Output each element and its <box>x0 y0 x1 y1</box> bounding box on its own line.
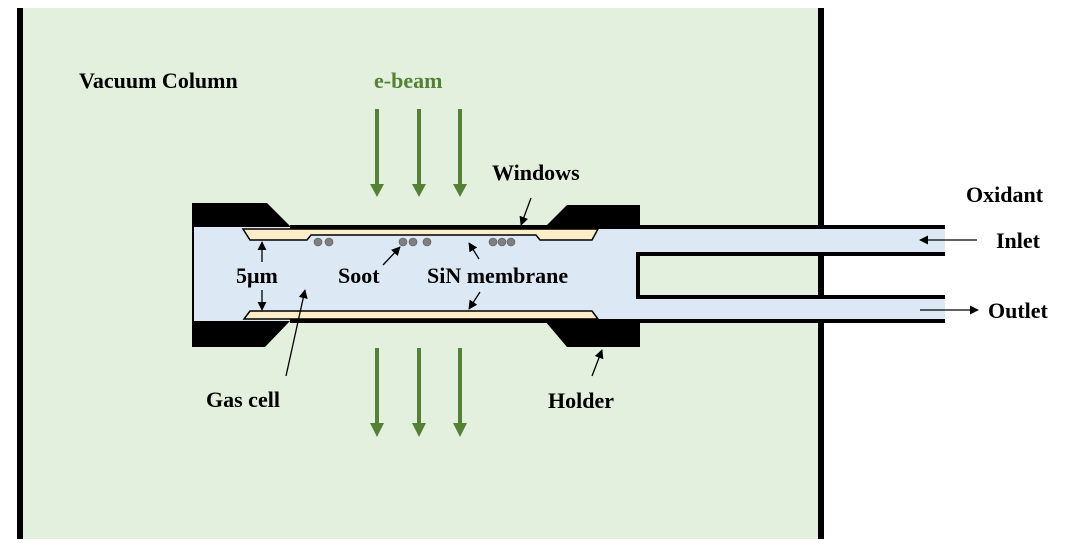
holder-top-right <box>545 205 640 227</box>
e-beam-arrows-top <box>370 109 467 197</box>
soot-particle <box>408 237 418 247</box>
soot-particles <box>313 237 516 247</box>
e-beam-arrows-bottom <box>370 348 467 437</box>
tube-gap-outside <box>824 256 945 295</box>
soot-particle <box>506 237 516 247</box>
window-top <box>241 228 600 241</box>
inlet-label: Inlet <box>996 228 1041 253</box>
soot-particle <box>422 237 432 247</box>
holder-label: Holder <box>548 388 614 413</box>
thickness-label: 5μm <box>236 263 278 288</box>
holder-top-left <box>192 203 291 227</box>
oxidant-label: Oxidant <box>966 182 1044 207</box>
e-beam-arrowhead <box>412 184 426 197</box>
e-beam-arrowhead <box>453 423 467 437</box>
e-beam-arrowhead <box>453 184 467 197</box>
sin-membrane-label: SiN membrane <box>427 263 568 288</box>
window-bottom <box>242 310 600 320</box>
e-beam-arrowhead <box>370 423 384 437</box>
e-beam-arrowhead <box>412 423 426 437</box>
soot-pointer-arrow <box>382 246 401 266</box>
windows-label: Windows <box>492 160 580 185</box>
soot-particle <box>398 237 408 247</box>
holder-bottom-left <box>192 321 290 347</box>
soot-label: Soot <box>338 263 380 288</box>
windows-pointer-arrow <box>519 197 532 226</box>
tube-inner-wall <box>636 252 945 299</box>
sin-membrane-pointer-bottom <box>468 291 481 310</box>
holder-bottom-right <box>545 321 640 347</box>
soot-particle <box>324 237 334 247</box>
outlet-label: Outlet <box>988 298 1049 323</box>
vacuum-column-label: Vacuum Column <box>79 68 238 93</box>
holder-pointer-arrow <box>591 349 604 377</box>
gas-cell-label: Gas cell <box>206 387 280 412</box>
soot-particle <box>313 237 323 247</box>
gas-cell-pointer-arrow <box>285 289 308 377</box>
soot-particle <box>488 237 498 247</box>
sin-membrane-pointer-top <box>468 242 480 260</box>
e-beam-label: e-beam <box>374 68 442 93</box>
soot-particle <box>497 237 507 247</box>
e-beam-arrowhead <box>370 184 384 197</box>
